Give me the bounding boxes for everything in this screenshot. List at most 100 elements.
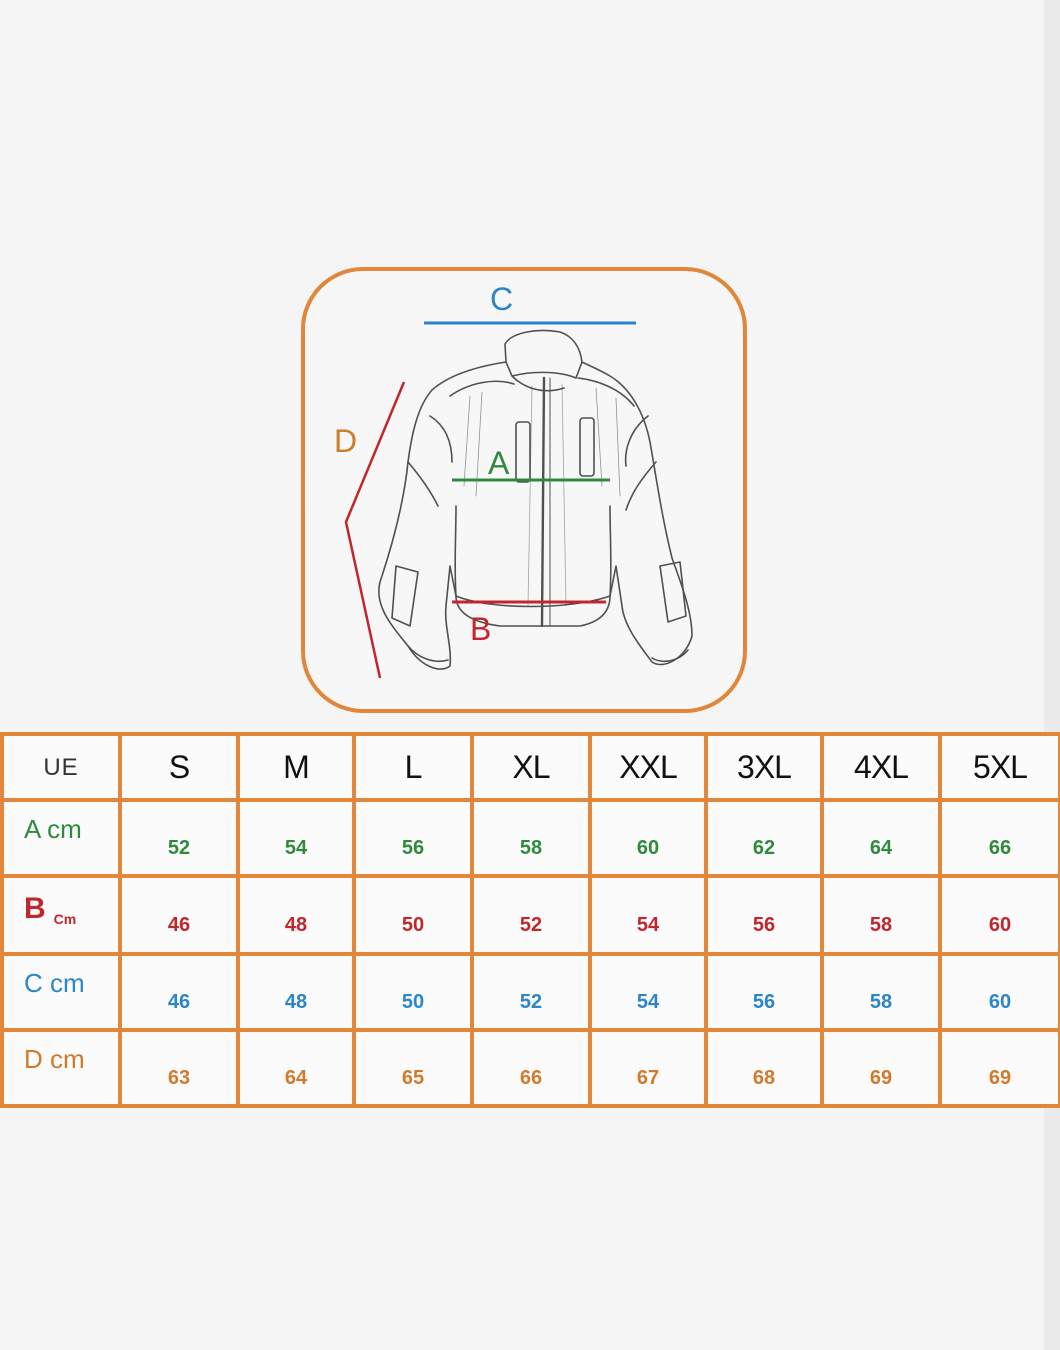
measure-line-d xyxy=(344,381,406,679)
row-label-text: A cm xyxy=(24,814,82,844)
cell-value: 56 xyxy=(752,990,776,1013)
size-label: 5XL xyxy=(973,748,1028,785)
cell-value: 67 xyxy=(636,1066,660,1089)
label-b: B xyxy=(470,611,491,647)
cell-value: 63 xyxy=(167,1066,191,1089)
table-cell: 63 xyxy=(118,1028,240,1108)
jacket-measurement-diagram: C D A B xyxy=(300,266,750,716)
cell-value: 60 xyxy=(636,836,660,859)
header-cell-ue: UE xyxy=(0,732,122,802)
row-label-text: C cm xyxy=(24,968,85,998)
table-cell: 50 xyxy=(352,952,474,1032)
table-cell: 56 xyxy=(704,874,824,956)
header-cell-size: L xyxy=(352,732,474,802)
table-row-b: B Cm 46 48 50 52 54 56 58 60 xyxy=(0,874,1060,956)
row-label-c: C cm xyxy=(0,952,122,1032)
cell-value: 66 xyxy=(519,1066,543,1089)
table-cell: 56 xyxy=(352,798,474,878)
header-cell-size: 3XL xyxy=(704,732,824,802)
table-cell: 52 xyxy=(470,952,592,1032)
table-cell: 64 xyxy=(820,798,942,878)
header-cell-size: S xyxy=(118,732,240,802)
table-row-d: D cm 63 64 65 66 67 68 69 69 xyxy=(0,1028,1060,1108)
header-cell-size: XL xyxy=(470,732,592,802)
table-cell: 68 xyxy=(704,1028,824,1108)
cell-value: 64 xyxy=(869,836,893,859)
table-cell: 60 xyxy=(938,952,1060,1032)
label-d: D xyxy=(334,423,357,459)
table-row-a: A cm 52 54 56 58 60 62 64 66 xyxy=(0,798,1060,878)
row-label-unit: Cm xyxy=(53,911,77,927)
table-cell: 66 xyxy=(938,798,1060,878)
table-cell: 58 xyxy=(820,874,942,956)
cell-value: 65 xyxy=(401,1066,425,1089)
jacket-diagram-svg: C D A B xyxy=(301,267,747,713)
cell-value: 58 xyxy=(869,990,893,1013)
cell-value: 54 xyxy=(636,913,660,936)
table-cell: 62 xyxy=(704,798,824,878)
cell-value: 58 xyxy=(519,836,543,859)
table-cell: 58 xyxy=(470,798,592,878)
cell-value: 68 xyxy=(752,1066,776,1089)
cell-value: 52 xyxy=(167,836,191,859)
diagram-frame xyxy=(301,267,747,713)
cell-value: 56 xyxy=(752,913,776,936)
label-a: A xyxy=(488,445,510,481)
cell-value: 48 xyxy=(284,990,308,1013)
cell-value: 56 xyxy=(401,836,425,859)
table-cell: 54 xyxy=(236,798,356,878)
table-cell: 58 xyxy=(820,952,942,1032)
table-cell: 54 xyxy=(588,874,708,956)
size-label: S xyxy=(168,748,190,785)
table-cell: 69 xyxy=(938,1028,1060,1108)
cell-value: 64 xyxy=(284,1066,308,1089)
table-cell: 60 xyxy=(588,798,708,878)
table-cell: 60 xyxy=(938,874,1060,956)
size-label: XXL xyxy=(619,748,677,785)
header-cell-size: M xyxy=(236,732,356,802)
table-cell: 69 xyxy=(820,1028,942,1108)
cell-value: 66 xyxy=(988,836,1012,859)
table-cell: 46 xyxy=(118,952,240,1032)
cell-value: 58 xyxy=(869,913,893,936)
header-cell-size: 4XL xyxy=(820,732,942,802)
row-label-a: A cm xyxy=(0,798,122,878)
header-ue-label: UE xyxy=(43,754,79,781)
cell-value: 69 xyxy=(869,1066,893,1089)
size-label: M xyxy=(283,748,310,785)
cell-value: 50 xyxy=(401,913,425,936)
size-label: 3XL xyxy=(737,748,792,785)
row-label-text: B xyxy=(24,892,46,925)
cell-value: 50 xyxy=(401,990,425,1013)
table-cell: 48 xyxy=(236,952,356,1032)
row-label-b: B Cm xyxy=(0,874,122,956)
table-cell: 48 xyxy=(236,874,356,956)
table-cell: 66 xyxy=(470,1028,592,1108)
table-row-c: C cm 46 48 50 52 54 56 58 60 xyxy=(0,952,1060,1032)
size-chart-table: UE S M L XL XXL 3XL 4XL 5XL A cm 52 54 5… xyxy=(0,732,1060,1108)
cell-value: 52 xyxy=(519,913,543,936)
cell-value: 69 xyxy=(988,1066,1012,1089)
size-label: 4XL xyxy=(854,748,909,785)
row-label-d: D cm xyxy=(0,1028,122,1108)
cell-value: 46 xyxy=(167,913,191,936)
cell-value: 60 xyxy=(988,913,1012,936)
table-cell: 56 xyxy=(704,952,824,1032)
cell-value: 48 xyxy=(284,913,308,936)
page-edge-shade xyxy=(1044,0,1060,1350)
cell-value: 54 xyxy=(636,990,660,1013)
table-cell: 52 xyxy=(118,798,240,878)
header-cell-size: XXL xyxy=(588,732,708,802)
label-c: C xyxy=(490,281,513,317)
table-cell: 46 xyxy=(118,874,240,956)
size-header-row: UE S M L XL XXL 3XL 4XL 5XL xyxy=(0,732,1060,802)
table-cell: 54 xyxy=(588,952,708,1032)
header-cell-size: 5XL xyxy=(938,732,1060,802)
cell-value: 46 xyxy=(167,990,191,1013)
table-cell: 65 xyxy=(352,1028,474,1108)
table-cell: 67 xyxy=(588,1028,708,1108)
cell-value: 54 xyxy=(284,836,308,859)
table-cell: 64 xyxy=(236,1028,356,1108)
size-label: L xyxy=(404,748,423,785)
row-label-text: D cm xyxy=(24,1044,85,1074)
